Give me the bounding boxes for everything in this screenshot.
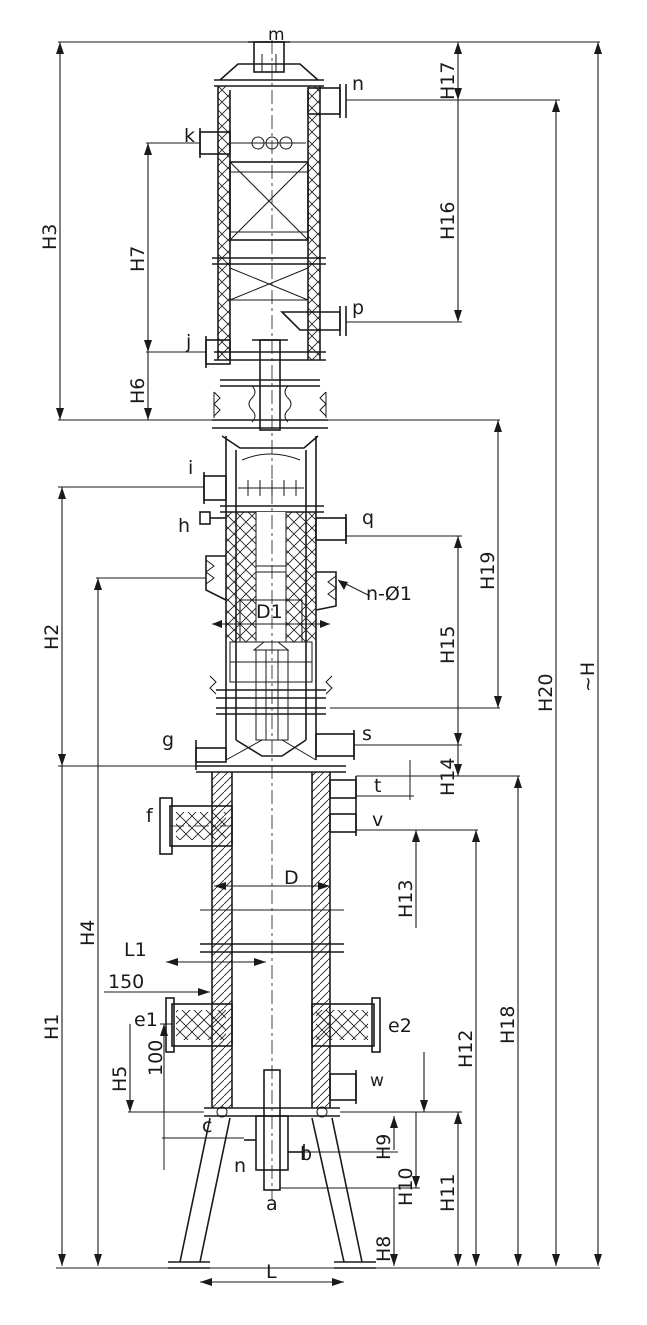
dim-H4: H4: [77, 920, 99, 946]
dim-H13: H13: [395, 880, 417, 918]
label-m: m: [268, 25, 285, 45]
label-c: c: [202, 1115, 212, 1137]
dim-H9: H9: [373, 1134, 395, 1160]
dim-H19: H19: [477, 552, 499, 590]
label-q: q: [362, 507, 374, 529]
label-L: L: [266, 1261, 277, 1283]
dim-H6: H6: [127, 378, 149, 404]
label-n-phi: n-Ø1: [366, 583, 412, 605]
label-t: t: [374, 775, 381, 797]
label-f: f: [146, 805, 154, 827]
label-150: 150: [108, 971, 144, 993]
label-a: a: [266, 1193, 278, 1215]
label-D: D: [284, 867, 299, 889]
label-i: i: [188, 457, 193, 479]
dim-H2: H2: [41, 624, 63, 650]
lower-section: [159, 40, 381, 1269]
dim-H7: H7: [127, 246, 149, 272]
label-L1: L1: [124, 939, 147, 961]
right-dimensions: [280, 41, 602, 1266]
dim-H16: H16: [437, 202, 459, 240]
label-n2: n: [234, 1155, 246, 1177]
label-e1: e1: [134, 1009, 158, 1031]
dim-H3: H3: [39, 224, 61, 250]
dim-H11: H11: [437, 1174, 459, 1212]
label-D1: D1: [256, 601, 283, 623]
top-section: [199, 41, 347, 431]
dim-H18: H18: [497, 1006, 519, 1044]
left-dimensions: [56, 41, 600, 1286]
dim-H1: H1: [41, 1014, 63, 1040]
label-100: 100: [145, 1040, 167, 1076]
dimension-labels: H3 H7 H6 H2 H4 H1 H5 H17 H16 H19 H15 H14…: [39, 62, 599, 1262]
dim-H: ~H: [577, 662, 599, 692]
label-g: g: [162, 729, 174, 751]
dim-H15: H15: [437, 626, 459, 664]
dim-H12: H12: [455, 1030, 477, 1068]
label-j: j: [185, 331, 191, 353]
dim-H20: H20: [535, 674, 557, 712]
label-e2: e2: [388, 1015, 412, 1037]
label-s: s: [362, 723, 372, 745]
label-n: n: [352, 73, 364, 95]
dim-H10: H10: [395, 1168, 417, 1206]
label-h: h: [178, 515, 190, 537]
label-p: p: [352, 297, 364, 319]
dim-H8: H8: [373, 1236, 395, 1262]
dim-H17: H17: [437, 62, 459, 100]
nozzle-labels: m n k p j i h q n-Ø1 D1 g s t f v D L1 1…: [108, 25, 412, 1283]
label-b: b: [300, 1143, 312, 1165]
label-k: k: [184, 125, 195, 147]
label-v: v: [372, 809, 383, 831]
label-w: w: [370, 1071, 384, 1091]
dim-H5: H5: [109, 1066, 131, 1092]
dim-H14: H14: [437, 758, 459, 796]
